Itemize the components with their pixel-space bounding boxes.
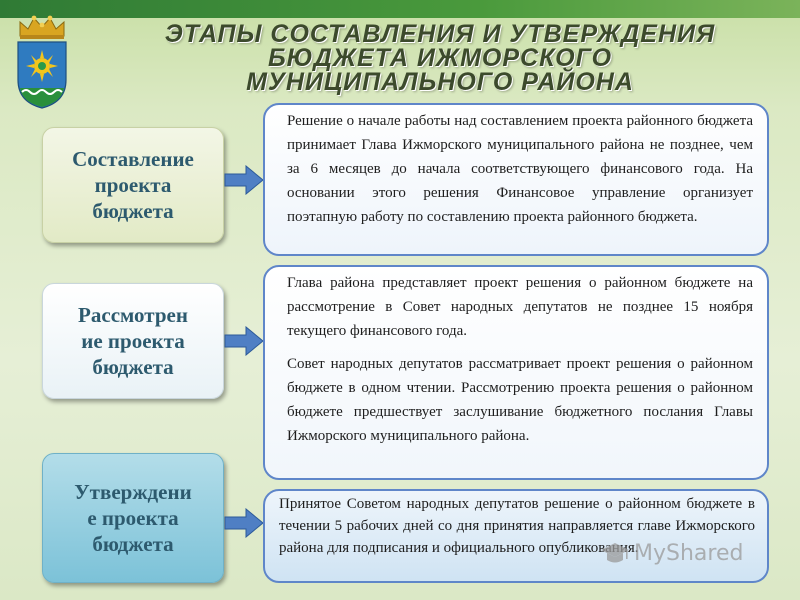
stage-approval: Утверждени е проекта бюджета: [42, 453, 224, 583]
mortarboard-icon: [601, 543, 629, 563]
stage-label-line: ие проекта: [81, 329, 185, 353]
page-title: ЭТАПЫ СОСТАВЛЕНИЯ И УТВЕРЖДЕНИЯ БЮДЖЕТА …: [110, 20, 770, 96]
top-band: [0, 0, 800, 18]
stage-label-line: бюджета: [92, 355, 174, 379]
stage-label-line: е проекта: [87, 506, 179, 530]
description-review: Глава района представляет проект решения…: [263, 265, 769, 480]
stage-label-line: Рассмотрен: [78, 303, 188, 327]
description-approval: Принятое Советом народных депутатов реше…: [263, 489, 769, 583]
title-line-3: МУНИЦИПАЛЬНОГО РАЙОНА: [246, 68, 634, 96]
arrow-right-icon: [224, 326, 264, 356]
stage-label-line: бюджета: [92, 199, 174, 223]
description-composition: Решение о начале работы над составлением…: [263, 103, 769, 256]
description-text: Принятое Советом народных депутатов реше…: [279, 496, 755, 556]
title-line-1: ЭТАПЫ СОСТАВЛЕНИЯ И УТВЕРЖДЕНИЯ: [164, 20, 716, 48]
description-text: Глава района представляет проект решения…: [287, 275, 753, 339]
title-line-2: БЮДЖЕТА ИЖМОРСКОГО: [267, 44, 613, 72]
watermark-text: MyShared: [634, 540, 744, 566]
stage-label-line: бюджета: [92, 532, 174, 556]
watermark: MyShared: [600, 538, 743, 568]
arrow-right-icon: [224, 508, 264, 538]
description-text: Решение о начале работы над составлением…: [287, 113, 753, 225]
stage-composition: Составление проекта бюджета: [42, 127, 224, 243]
stage-label-line: проекта: [94, 173, 172, 197]
stage-label-line: Утверждени: [74, 480, 192, 504]
description-text: Совет народных депутатов рассматривает п…: [287, 356, 753, 444]
coat-of-arms-icon: [17, 15, 67, 109]
arrow-right-icon: [224, 165, 264, 195]
stage-label-line: Составление: [72, 147, 194, 171]
stage-review: Рассмотрен ие проекта бюджета: [42, 283, 224, 399]
